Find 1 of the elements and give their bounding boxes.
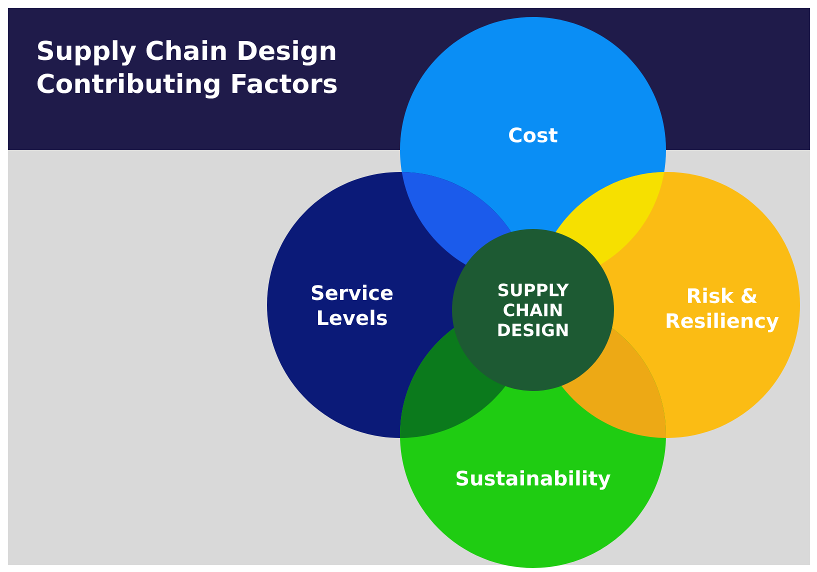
slide-title: Supply Chain Design Contributing Factors	[38, 40, 337, 99]
